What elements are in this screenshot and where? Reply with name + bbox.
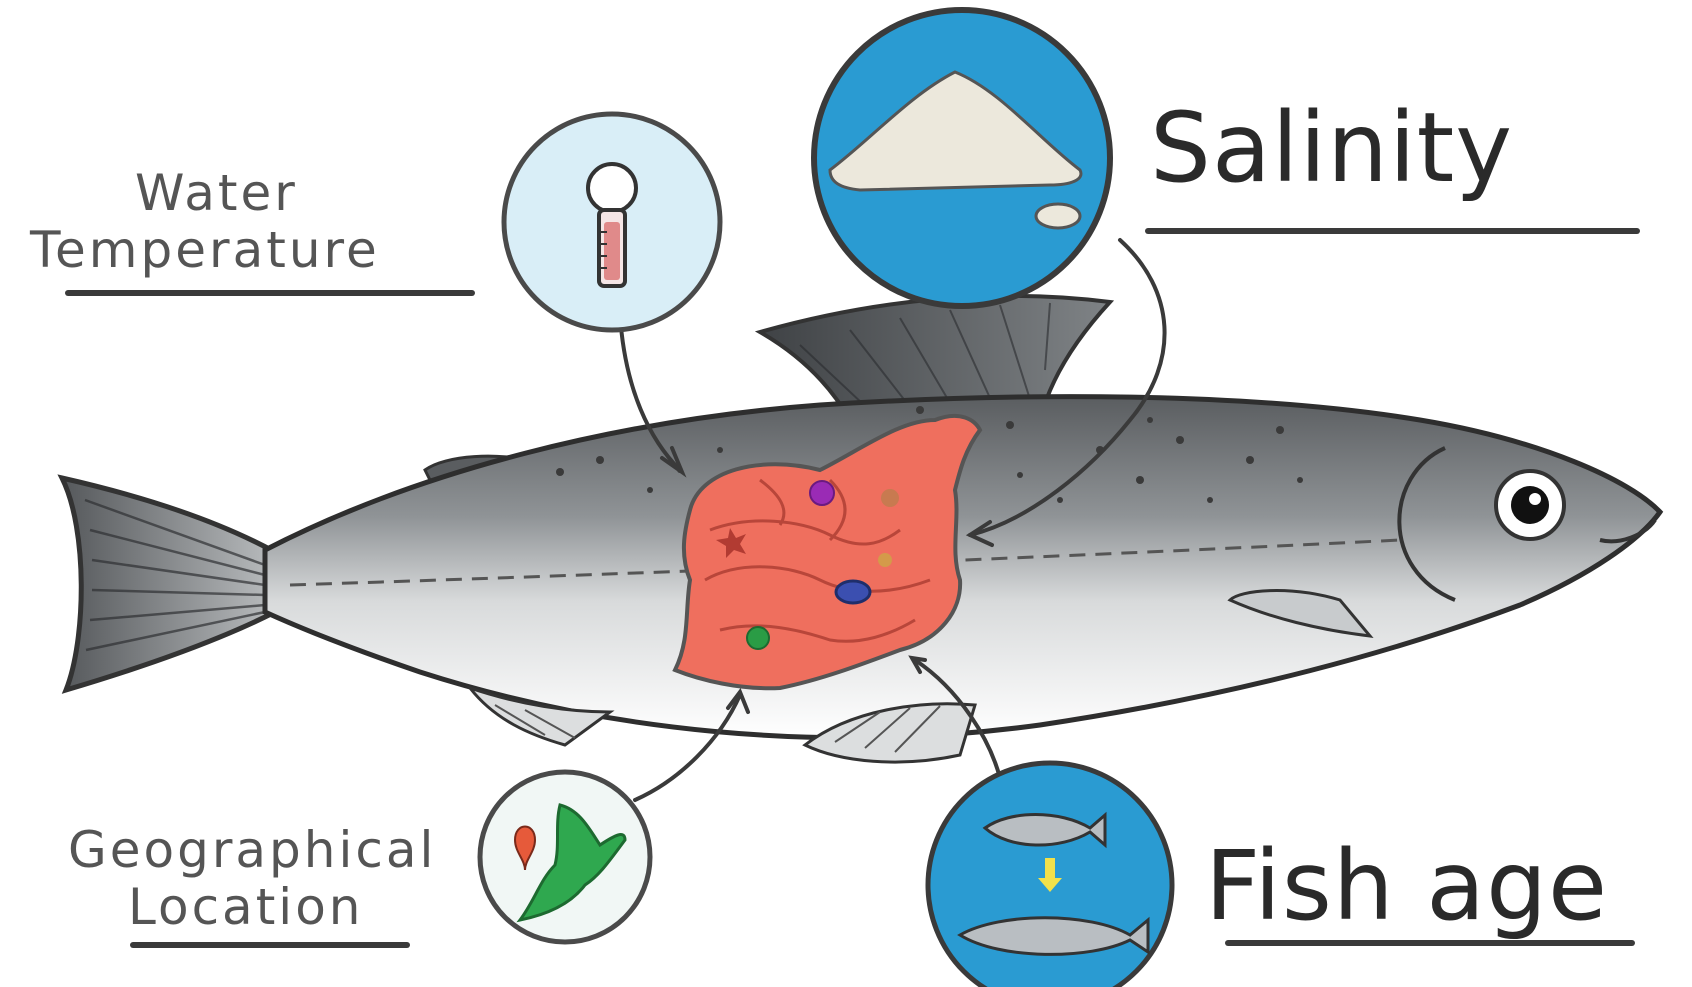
label-fish-age: Fish age bbox=[1205, 838, 1608, 934]
fish-tail bbox=[62, 478, 275, 690]
label-water: Water bbox=[135, 168, 298, 218]
temperature-circle bbox=[504, 114, 720, 330]
fish-age-underline bbox=[1225, 940, 1635, 946]
label-location: Location bbox=[128, 882, 363, 932]
label-salinity: Salinity bbox=[1150, 100, 1513, 196]
salinity-circle bbox=[814, 10, 1110, 306]
label-geographical: Geographical bbox=[68, 825, 436, 875]
fish-age-circle bbox=[928, 763, 1172, 987]
location-underline bbox=[130, 942, 410, 948]
location-circle bbox=[480, 772, 650, 942]
fish-eye bbox=[1496, 471, 1564, 539]
label-temperature: Temperature bbox=[30, 225, 380, 275]
temperature-underline bbox=[65, 290, 475, 296]
salinity-underline bbox=[1145, 228, 1640, 234]
